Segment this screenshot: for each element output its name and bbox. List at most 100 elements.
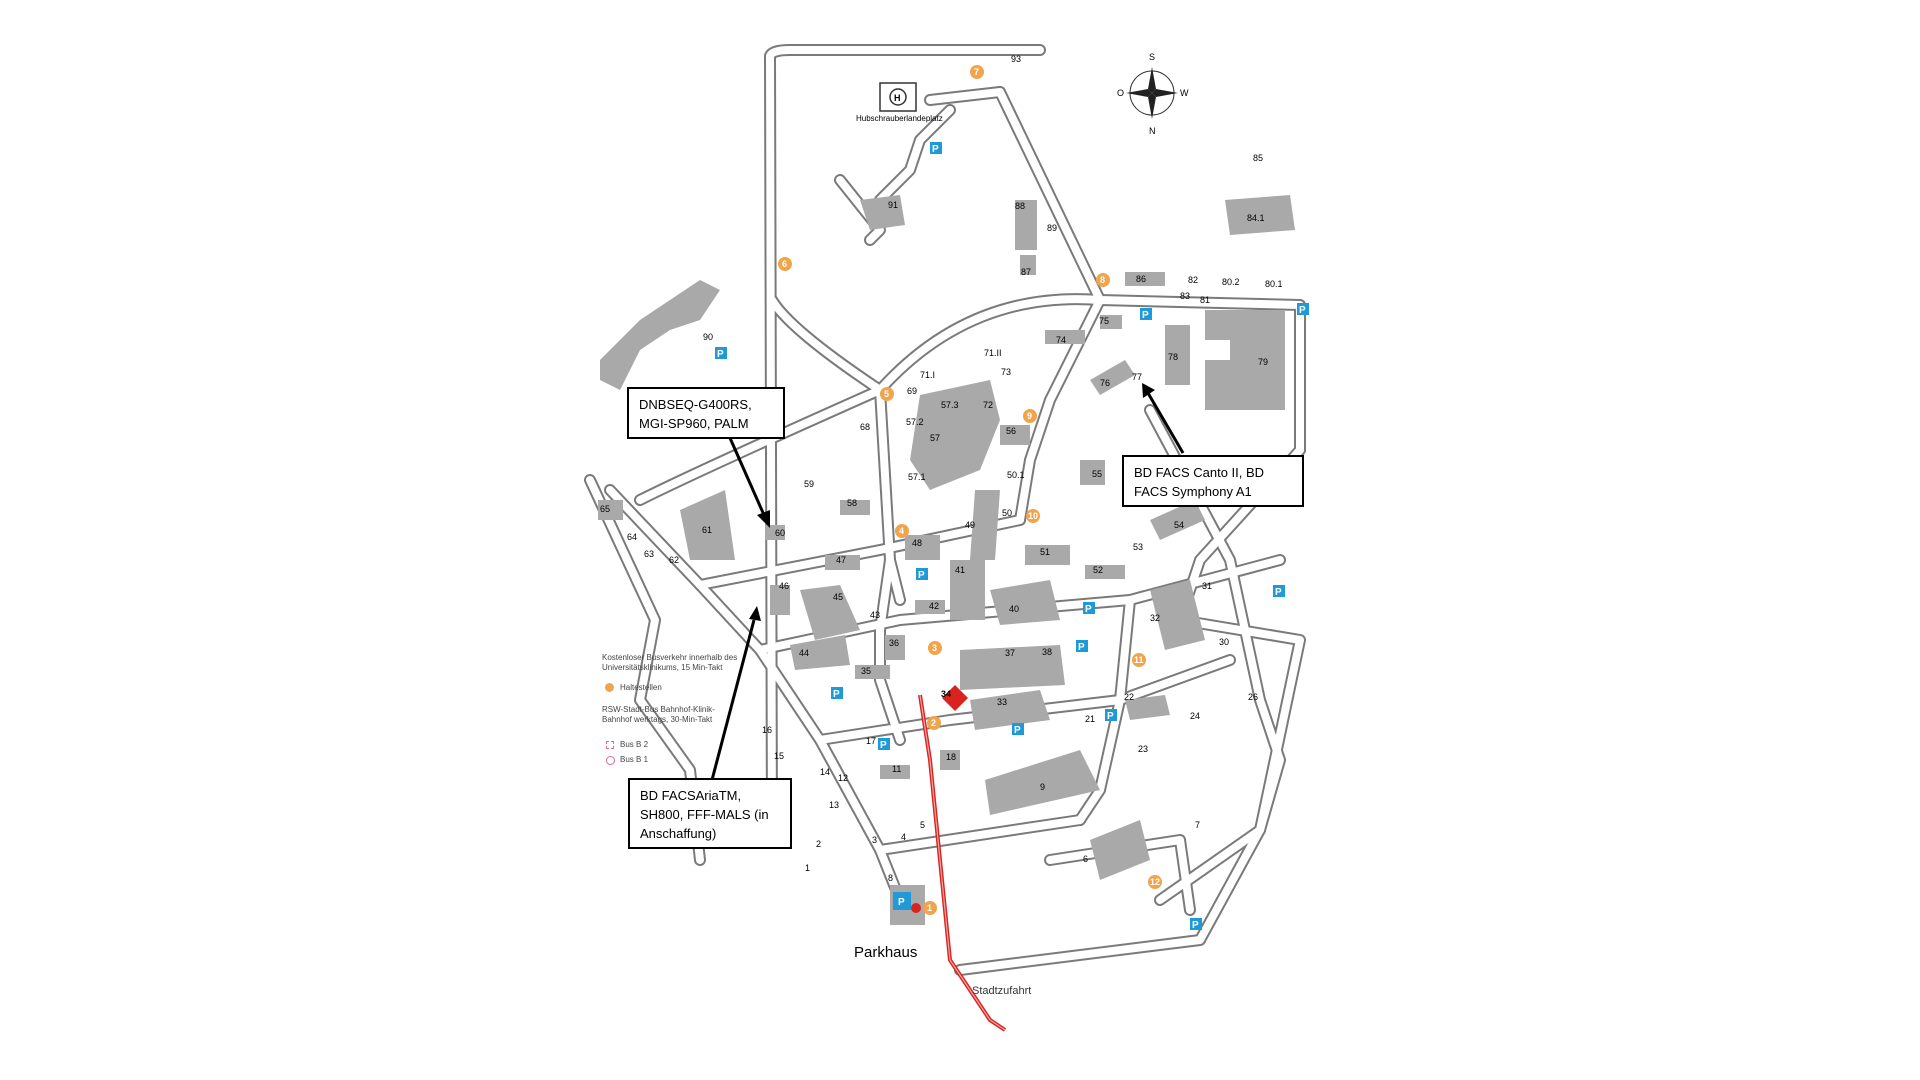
svg-text:52: 52	[1093, 565, 1103, 575]
svg-text:47: 47	[836, 555, 846, 565]
svg-text:23: 23	[1138, 744, 1148, 754]
svg-text:50.1: 50.1	[1007, 470, 1025, 480]
svg-text:3: 3	[932, 643, 937, 653]
svg-text:P: P	[1078, 642, 1085, 653]
svg-text:10: 10	[1028, 511, 1038, 521]
building-44	[790, 635, 850, 670]
svg-text:62: 62	[669, 555, 679, 565]
svg-text:43: 43	[870, 610, 880, 620]
building-9	[985, 750, 1100, 815]
svg-text:P: P	[1299, 305, 1306, 316]
legend-bus-info: Kostenloser Busverkehr innerhalb des Uni…	[602, 653, 738, 672]
compass-north-label: S	[1149, 52, 1156, 62]
compass-west-label: O	[1117, 88, 1125, 98]
buildings	[598, 195, 1295, 925]
parkhaus-red-dot	[911, 903, 921, 913]
parkhaus-label: Parkhaus	[854, 944, 918, 961]
svg-text:45: 45	[833, 592, 843, 602]
svg-text:41: 41	[955, 565, 965, 575]
svg-text:83: 83	[1180, 291, 1190, 301]
callout-arrows	[710, 383, 1185, 781]
building-58	[840, 500, 870, 515]
svg-text:4: 4	[901, 832, 906, 842]
svg-text:6: 6	[1083, 854, 1088, 864]
svg-text:2: 2	[931, 718, 936, 728]
svg-text:54: 54	[1174, 520, 1184, 530]
legend-stop-icon	[605, 683, 614, 692]
callout-right: BD FACS Canto II, BD FACS Symphony A1	[1122, 455, 1304, 507]
building-87	[1020, 255, 1036, 275]
svg-text:17: 17	[866, 736, 876, 746]
building-35	[855, 665, 890, 679]
svg-text:15: 15	[774, 751, 784, 761]
svg-text:49: 49	[965, 520, 975, 530]
svg-text:53: 53	[1133, 542, 1143, 552]
svg-text:79: 79	[1258, 357, 1268, 367]
building-56	[1000, 425, 1030, 445]
building-33	[970, 690, 1050, 730]
svg-text:61: 61	[702, 525, 712, 535]
building-45	[800, 585, 860, 640]
svg-text:59: 59	[804, 479, 814, 489]
svg-text:77: 77	[1132, 372, 1142, 382]
svg-text:P: P	[918, 570, 925, 581]
parking-markers: P P P P P P P P P P P P P P	[715, 142, 1309, 931]
svg-text:40: 40	[1009, 604, 1019, 614]
svg-text:22: 22	[1124, 692, 1134, 702]
svg-text:P: P	[1142, 310, 1149, 321]
building-57	[910, 380, 1000, 490]
building-75	[1100, 315, 1122, 329]
svg-text:85: 85	[1253, 153, 1263, 163]
building-84	[1225, 195, 1295, 235]
svg-text:82: 82	[1188, 275, 1198, 285]
svg-text:57.2: 57.2	[906, 417, 924, 427]
svg-text:35: 35	[861, 666, 871, 676]
svg-text:12: 12	[1150, 877, 1160, 887]
svg-text:36: 36	[889, 638, 899, 648]
svg-text:90: 90	[703, 332, 713, 342]
svg-text:38: 38	[1042, 647, 1052, 657]
bus-stops: 7 6 8 5 9 4 10 3 11 2 12 1	[778, 65, 1162, 915]
svg-text:72: 72	[983, 400, 993, 410]
svg-text:87: 87	[1021, 267, 1031, 277]
svg-text:4: 4	[899, 526, 904, 536]
compass-south-label: N	[1149, 126, 1156, 136]
svg-text:33: 33	[997, 697, 1007, 707]
building-18	[940, 750, 960, 770]
svg-text:74: 74	[1056, 335, 1066, 345]
svg-text:34: 34	[941, 689, 951, 699]
building-6	[1090, 820, 1150, 880]
svg-text:8: 8	[1100, 275, 1105, 285]
svg-text:76: 76	[1100, 378, 1110, 388]
building-74	[1045, 330, 1085, 344]
building-76	[1090, 360, 1135, 395]
svg-text:P: P	[1192, 920, 1199, 931]
svg-text:80.1: 80.1	[1265, 279, 1283, 289]
svg-text:9: 9	[1040, 782, 1045, 792]
svg-text:P: P	[1085, 604, 1092, 615]
building-42	[915, 600, 945, 614]
building-49	[970, 490, 1000, 560]
svg-text:42: 42	[929, 601, 939, 611]
callout-top-left-line2: MGI-SP960, PALM	[639, 416, 749, 431]
svg-text:44: 44	[799, 648, 809, 658]
building-36	[885, 635, 905, 660]
callout-right-line1: BD FACS Canto II, BD	[1134, 465, 1265, 480]
building-34	[942, 685, 968, 711]
svg-text:84.1: 84.1	[1247, 213, 1265, 223]
svg-text:P: P	[880, 740, 887, 751]
svg-text:1: 1	[927, 903, 932, 913]
svg-text:63: 63	[644, 549, 654, 559]
svg-text:46: 46	[779, 581, 789, 591]
building-46	[770, 585, 790, 615]
svg-text:7: 7	[974, 67, 979, 77]
svg-text:88: 88	[1015, 201, 1025, 211]
building-41	[950, 560, 985, 620]
building-90	[600, 280, 720, 390]
svg-text:P: P	[717, 349, 724, 360]
callout-bottom-left-line2: SH800, FFF-MALS (in	[640, 807, 769, 822]
svg-text:P: P	[1275, 587, 1282, 598]
svg-text:68: 68	[860, 422, 870, 432]
svg-text:12: 12	[838, 773, 848, 783]
